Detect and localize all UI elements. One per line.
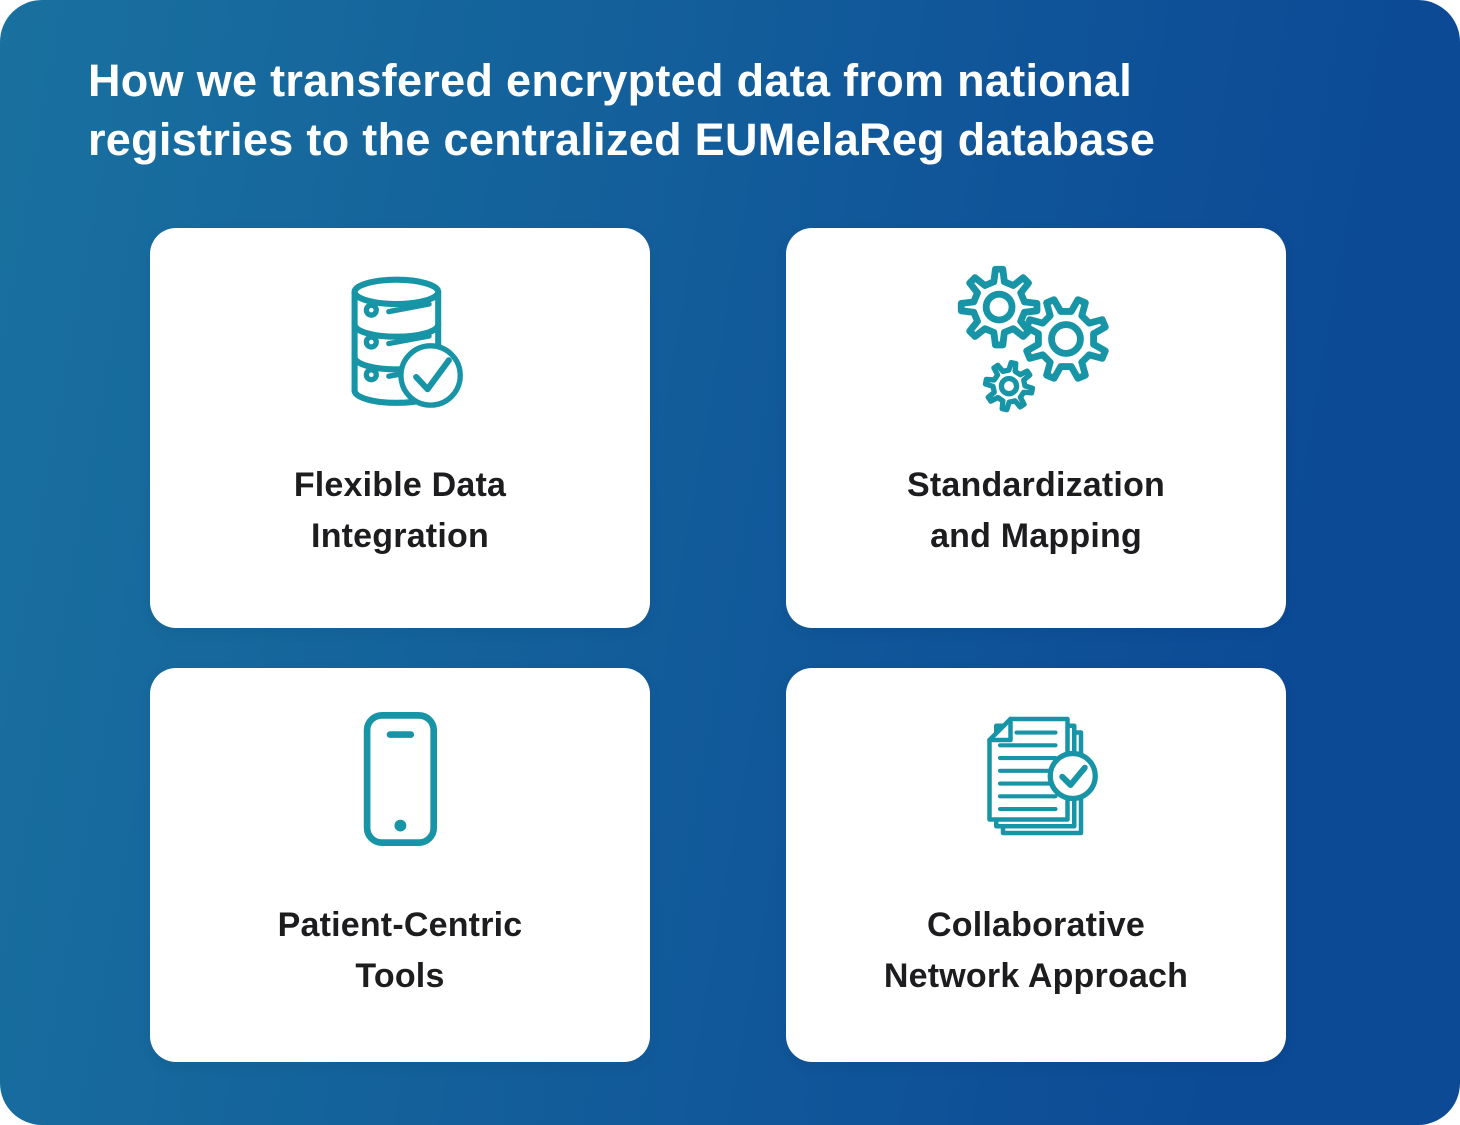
gears-icon: [958, 265, 1110, 413]
card-label: Flexible Data Integration: [293, 466, 507, 555]
card-icon-box: [952, 258, 1119, 420]
card-icon-box: [356, 698, 445, 860]
card-label: Collaborative Network Approach: [883, 906, 1189, 995]
card-flexible-data-integration: Flexible Data Integration: [150, 228, 650, 628]
documents-check-icon: [987, 716, 1098, 836]
card-label: Patient-Centric Tools: [277, 906, 523, 995]
feature-card-grid: Flexible Data Integration Standardizatio…: [150, 228, 1286, 1062]
database-check-icon: [351, 276, 463, 408]
card-icon-box: [961, 698, 1111, 860]
card-icon-box: [328, 258, 472, 420]
page-title: How we transfered encrypted data from na…: [88, 55, 1156, 165]
card-patient-centric-tools: Patient-Centric Tools: [150, 668, 650, 1062]
card-collaborative-network-approach: Collaborative Network Approach: [786, 668, 1286, 1062]
card-label: Standardization and Mapping: [906, 466, 1166, 555]
card-standardization-and-mapping: Standardization and Mapping: [786, 228, 1286, 628]
smartphone-icon: [363, 712, 437, 846]
